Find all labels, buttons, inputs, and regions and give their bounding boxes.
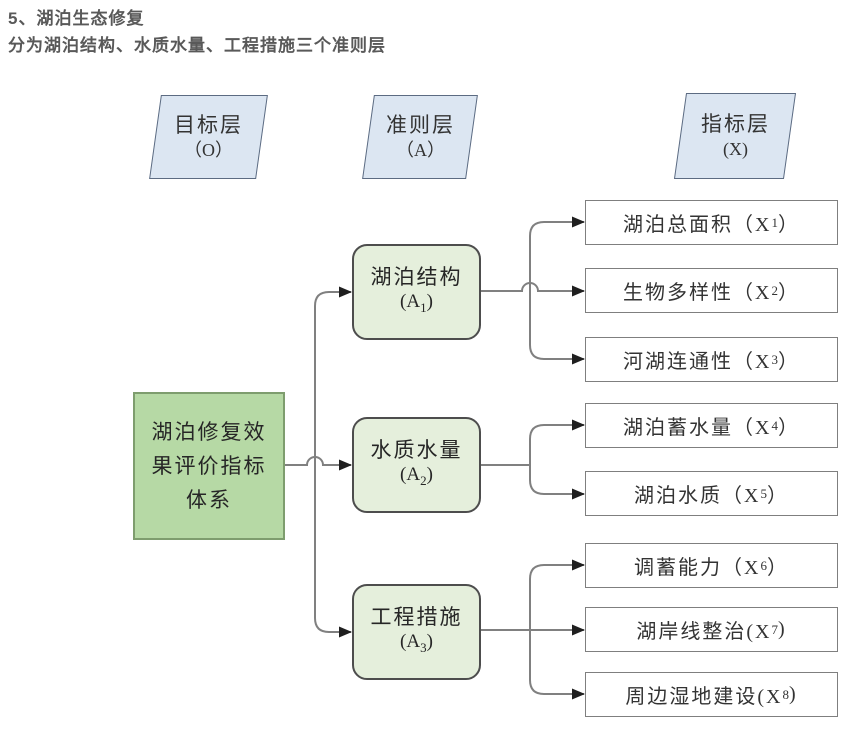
page-title: 5、湖泊生态修复: [8, 9, 145, 28]
connector-a1-x3: [529, 344, 585, 365]
connector-a1-x1: [529, 216, 585, 237]
connector-goal-a3: [314, 617, 352, 638]
connector-a2-x4: [529, 419, 585, 440]
connector-goal-a1: [314, 286, 352, 307]
goal-box-line: 体系: [186, 488, 232, 512]
criteria-box-a2: 水质水量 (A2): [352, 417, 481, 513]
criteria-box-a1: 湖泊结构 (A1): [352, 244, 481, 340]
connector-a3-x8: [529, 679, 585, 700]
layer-label-criteria-text: 准则层 （A）: [385, 112, 455, 160]
goal-box-line: 湖泊修复效: [151, 420, 267, 444]
connector-a2-x5: [529, 479, 585, 500]
layer-label-goal-text: 目标层 （O）: [174, 112, 243, 160]
layer-label-goal: 目标层 （O）: [149, 95, 268, 179]
connector-goal-a2: [285, 456, 352, 471]
page-subtitle: 分为湖泊结构、水质水量、工程措施三个准则层: [8, 36, 386, 55]
goal-box: 湖泊修复效 果评价指标 体系: [133, 392, 285, 540]
connector-a3-x6: [529, 559, 585, 580]
connector-a1-x2: [481, 282, 585, 297]
layer-label-indicator-text: 指标层 (X): [700, 111, 770, 159]
layer-label-criteria: 准则层 （A）: [362, 95, 478, 179]
goal-box-line: 果评价指标: [151, 454, 267, 478]
criteria-box-a3: 工程措施 (A3): [352, 584, 481, 680]
layer-label-indicator: 指标层 (X): [673, 93, 797, 179]
